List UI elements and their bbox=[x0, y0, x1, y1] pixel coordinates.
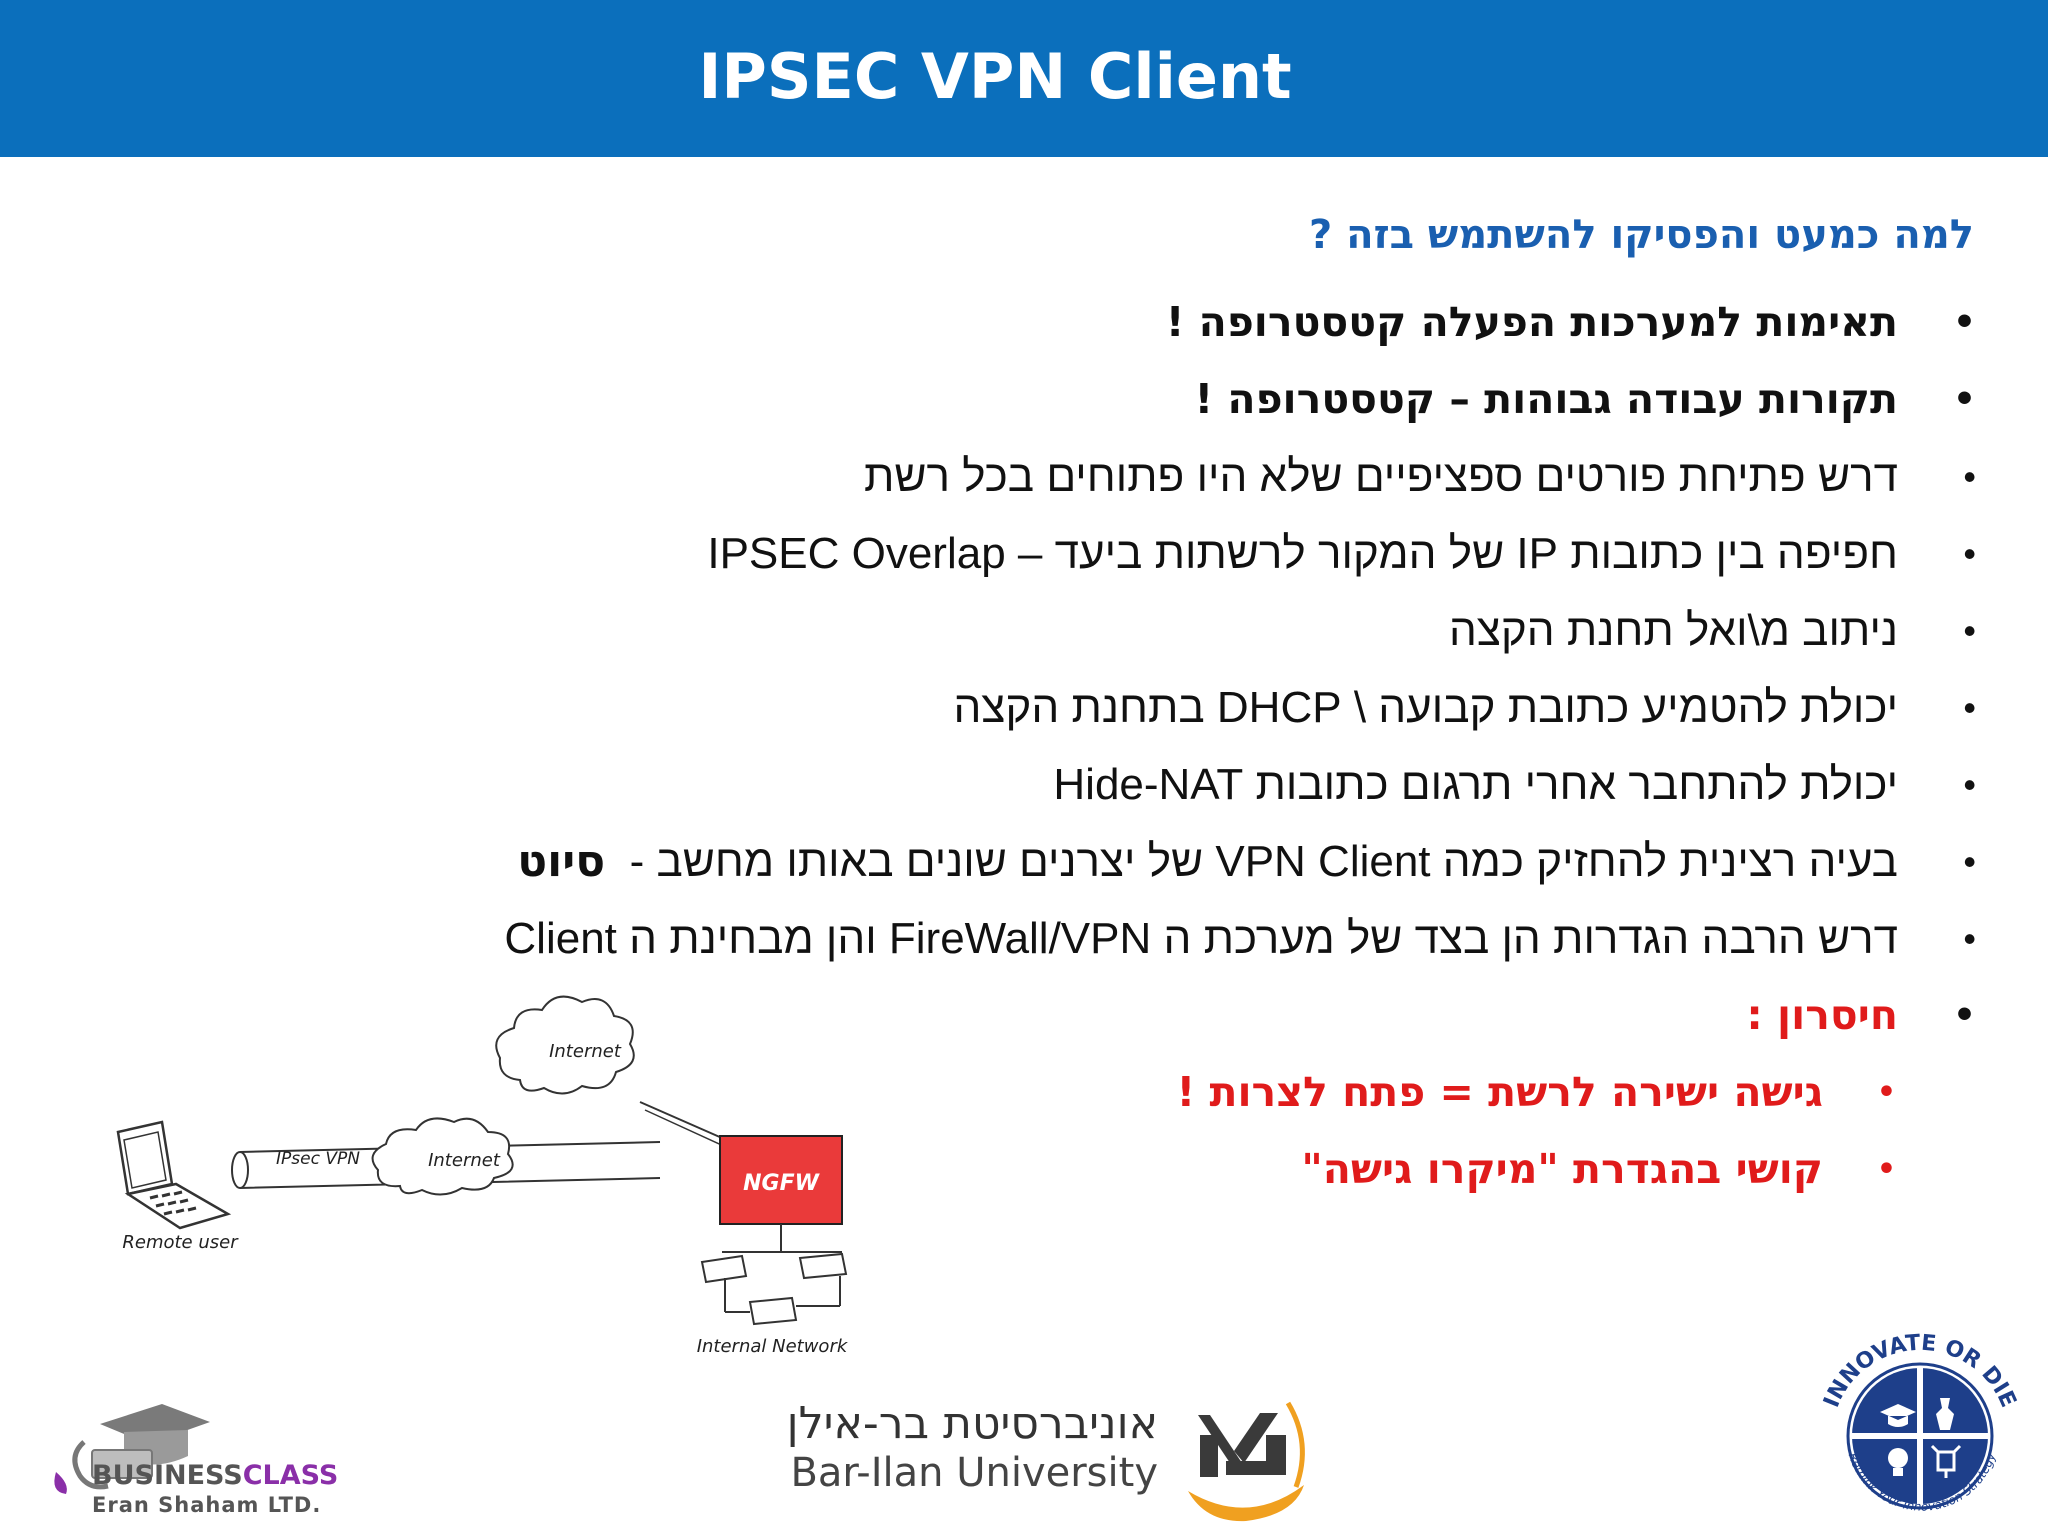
bullet-list: תאימות למערכות הפעלה קטסטרופה ! תקורות ע… bbox=[504, 284, 1988, 1208]
internal-network-label: Internal Network bbox=[697, 1336, 849, 1357]
internal-network-icon bbox=[700, 1224, 848, 1326]
slide-title: IPSEC VPN Client bbox=[698, 40, 1292, 113]
businessclass-part1: BUSINESS bbox=[92, 1460, 243, 1491]
tunnel-label: IPsec VPN bbox=[276, 1149, 360, 1169]
bullet-item: יכולת להתחבר אחרי תרגום כתובות Hide-NAT bbox=[504, 746, 1988, 823]
bullet-item: תאימות למערכות הפעלה קטסטרופה ! bbox=[504, 284, 1988, 361]
businessclass-wordmark: BUSINESSCLASS bbox=[92, 1460, 338, 1491]
title-bar bbox=[0, 0, 2048, 157]
link-line bbox=[639, 1101, 723, 1139]
innovate-or-die-logo-icon: INNOVATE OR DIE Rethink Your Innovation … bbox=[1819, 1331, 2020, 1514]
nightmare-word: סיוט bbox=[517, 836, 606, 887]
businessclass-logo-icon bbox=[54, 1404, 210, 1494]
ngfw-box bbox=[719, 1135, 843, 1225]
cloud-middle-icon bbox=[371, 1117, 514, 1196]
link-line bbox=[644, 1109, 729, 1149]
tunnel-end bbox=[231, 1151, 249, 1189]
university-name-english: Bar-Ilan University bbox=[790, 1450, 1158, 1496]
businessclass-subtitle: Eran Shaham LTD. bbox=[92, 1493, 322, 1517]
ngfw-label: NGFW bbox=[743, 1171, 820, 1196]
bullet-text: בעיה רצינית להחזיק כמה VPN Client של יצר… bbox=[629, 837, 1898, 886]
bullet-item: דרש הרבה הגדרות הן בצד של מערכת ה FireWa… bbox=[504, 900, 1988, 977]
network-diagram: Internet Remote user IPsec VPN Internet … bbox=[116, 995, 849, 1357]
cloud-middle-label: Internet bbox=[428, 1150, 501, 1171]
bullet-item: ניתוב מ\ואל תחנת הקצה bbox=[504, 592, 1988, 669]
cloud-top-icon bbox=[495, 995, 635, 1095]
sub-bullet-item: גישה ישירה לרשת = פתח לצרות ! bbox=[504, 1054, 1988, 1131]
remote-user-label: Remote user bbox=[122, 1232, 239, 1253]
bullet-item: יכולת להטמיע כתובת קבועה \ DHCP בתחנת הק… bbox=[504, 669, 1988, 746]
bullet-item: חפיפה בין כתובות IP של המקור לרשתות ביעד… bbox=[504, 515, 1988, 592]
bullet-item: בעיה רצינית להחזיק כמה VPN Client של יצר… bbox=[504, 823, 1988, 900]
question-heading: למה כמעט והפסיקו להשתמש בזה ? bbox=[1308, 212, 1974, 258]
university-name-hebrew: אוניברסיטת בר-אילן bbox=[786, 1398, 1158, 1449]
bar-ilan-emblem-icon bbox=[1188, 1401, 1305, 1522]
disadvantage-label: חיסרון : bbox=[504, 977, 1988, 1054]
laptop-icon bbox=[116, 1120, 232, 1230]
bullet-item: תקורות עבודה גבוהות – קטסטרופה ! bbox=[504, 361, 1988, 438]
sub-bullet-item: קושי בהגדרת "מיקרו גישה" bbox=[504, 1131, 1988, 1208]
businessclass-part2: CLASS bbox=[242, 1460, 339, 1491]
bullet-item: דרש פתיחת פורטים ספציפיים שלא היו פתוחים… bbox=[504, 438, 1988, 515]
cloud-top-label: Internet bbox=[549, 1041, 622, 1062]
